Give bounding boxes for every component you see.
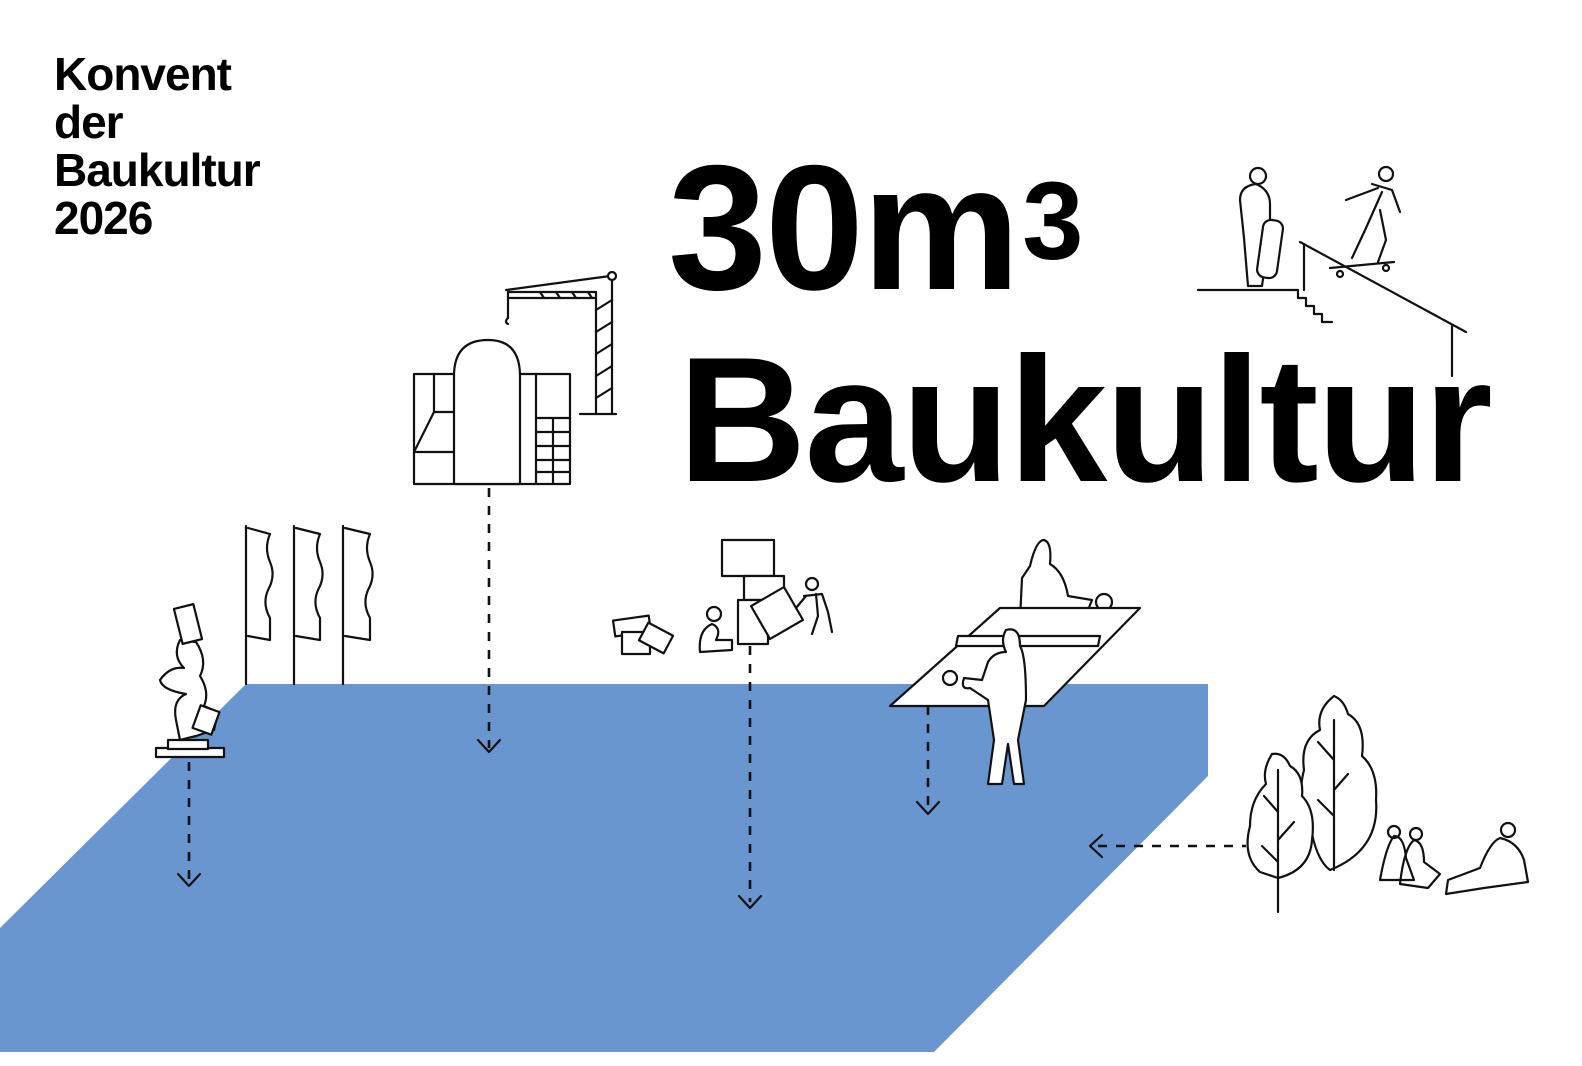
sitting-people-icon <box>1378 821 1530 896</box>
logo-line-1: Konvent <box>54 48 232 100</box>
building-with-crane-icon <box>412 270 618 486</box>
logo-line-4: 2026 <box>54 192 153 244</box>
headline-superscript: 3 <box>1022 160 1083 283</box>
headline-baukultur: Baukultur <box>678 320 1493 519</box>
trees-icon <box>1246 694 1378 914</box>
skateboarders-icon <box>1196 165 1468 378</box>
table-tennis-players-icon <box>888 538 1142 786</box>
sculpture-icon <box>154 603 226 759</box>
people-stacking-boxes-icon <box>611 538 834 656</box>
banners-icon <box>244 524 374 686</box>
blue-plane <box>0 684 1208 1052</box>
logo-line-3: Baukultur <box>54 144 261 196</box>
headline-volume: 30m3 <box>668 138 1083 318</box>
logo-line-2: der <box>54 96 124 148</box>
dashed-arrows <box>176 488 1246 910</box>
headline-volume-text: 30m <box>668 128 1020 327</box>
event-logo: Konvent der Baukultur 2026 <box>54 48 261 244</box>
